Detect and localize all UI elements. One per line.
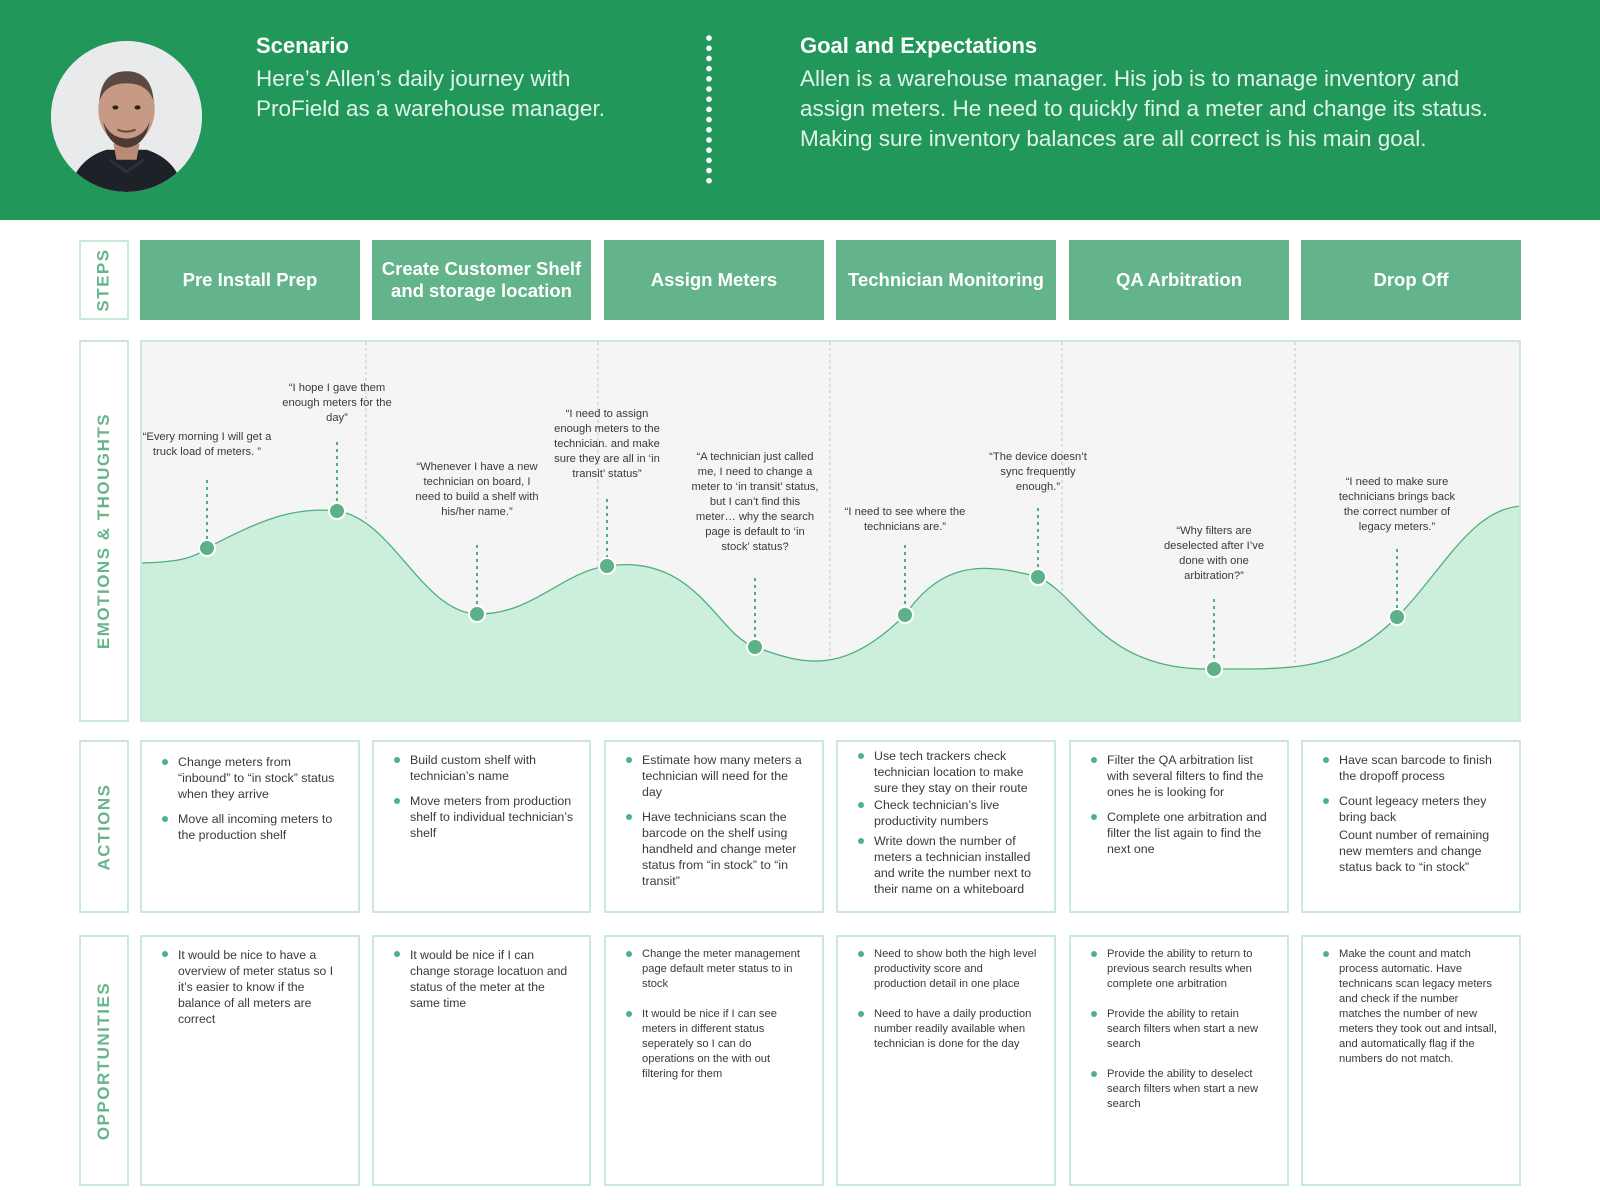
opportunities-card-5: Provide the ability to return to previou… — [1069, 935, 1289, 1186]
actions-card-5: Filter the QA arbitration list with seve… — [1069, 740, 1289, 913]
opportunities-card-3: Change the meter management page default… — [604, 935, 824, 1186]
emotion-area — [142, 506, 1519, 720]
quote-7: “The device doesn’t sync frequently enou… — [989, 451, 1087, 493]
opportunity-item: Need to show both the high level product… — [852, 947, 1038, 992]
action-item: Move meters from production shelf to ind… — [388, 793, 573, 841]
emotion-point — [1205, 660, 1223, 678]
row-label-opportunities: OPPORTUNITIES — [79, 935, 129, 1186]
opportunity-item: Need to have a daily production number r… — [852, 1007, 1038, 1052]
emotion-curve-svg — [142, 342, 1519, 720]
quote-1: “Every morning I will get a truck load o… — [142, 431, 272, 458]
emotion-point — [468, 605, 486, 623]
quote-3: “Whenever I have a new technician on boa… — [415, 461, 539, 518]
action-item: Write down the number of meters a techni… — [852, 833, 1038, 897]
quote-9: “I need to make sure technicians brings … — [1338, 476, 1456, 533]
step-create-customer-shelf: Create Customer Shelf and storage locati… — [372, 240, 591, 320]
emotion-point — [1029, 568, 1047, 586]
opportunity-item: Provide the ability to return to previou… — [1085, 947, 1271, 992]
row-label-actions: ACTIONS — [79, 740, 129, 913]
quote-leaders — [206, 442, 1398, 661]
action-item: Change meters from “inbound” to “in stoc… — [156, 754, 342, 802]
opportunities-card-1: It would be nice to have a overview of m… — [140, 935, 360, 1186]
opportunity-item: Provide the ability to retain search fil… — [1085, 1007, 1271, 1052]
row-label-actions-text: ACTIONS — [94, 783, 113, 870]
quote-2: “I hope I gave them enough meters for th… — [282, 382, 392, 424]
avatar — [51, 41, 202, 192]
action-item: Build custom shelf with technician’s nam… — [388, 752, 573, 784]
step-pre-install-prep: Pre Install Prep — [140, 240, 360, 320]
header-divider — [706, 33, 712, 185]
row-label-emotions-text: EMOTIONS & THOUGHTS — [94, 412, 113, 650]
row-label-opportunities-text: OPPORTUNITIES — [94, 981, 114, 1140]
step-technician-monitoring: Technician Monitoring — [836, 240, 1056, 320]
opportunity-item: It would be nice to have a overview of m… — [156, 947, 342, 1027]
action-item: Check technician’s live productivity num… — [852, 797, 1038, 829]
actions-card-3: Estimate how many meters a technician wi… — [604, 740, 824, 913]
action-item: Use tech trackers check technician locat… — [852, 748, 1038, 796]
header-banner: Scenario Here’s Allen’s daily journey wi… — [0, 0, 1600, 220]
action-item: Move all incoming meters to the producti… — [156, 811, 342, 843]
quote-5: “A technician just called me, I need to … — [691, 451, 819, 553]
quote-8: “Why filters are deselected after I’ve d… — [1163, 525, 1265, 582]
goal-text: Allen is a warehouse manager. His job is… — [800, 66, 1488, 151]
action-item: Have scan barcode to finish the dropoff … — [1317, 752, 1503, 784]
step-assign-meters: Assign Meters — [604, 240, 824, 320]
row-label-emotions: EMOTIONS & THOUGHTS — [79, 340, 129, 722]
allen-portrait-icon — [51, 41, 202, 192]
scenario-text: Here’s Allen’s daily journey with ProFie… — [256, 66, 605, 121]
opportunity-item: It would be nice if I can change storage… — [388, 947, 573, 1011]
step-drop-off: Drop Off — [1301, 240, 1521, 320]
actions-card-4: Use tech trackers check technician locat… — [836, 740, 1056, 913]
row-label-steps-text: STEPS — [94, 248, 113, 312]
opportunity-item: Provide the ability to deselect search f… — [1085, 1067, 1271, 1112]
quote-6: “I need to see where the technicians are… — [844, 506, 966, 533]
emotion-point — [328, 502, 346, 520]
emotion-point — [896, 606, 914, 624]
action-item: Count number of remaining new memters an… — [1339, 828, 1490, 874]
actions-card-1: Change meters from “inbound” to “in stoc… — [140, 740, 360, 913]
opportunity-item: Make the count and match process automat… — [1317, 947, 1503, 1067]
action-item: Filter the QA arbitration list with seve… — [1085, 752, 1271, 800]
scenario-title: Scenario — [256, 33, 349, 58]
opportunities-card-4: Need to show both the high level product… — [836, 935, 1056, 1186]
emotion-point — [746, 638, 764, 656]
opportunity-item: It would be nice if I can see meters in … — [620, 1007, 806, 1082]
actions-card-2: Build custom shelf with technician’s nam… — [372, 740, 591, 913]
emotion-point — [1388, 608, 1406, 626]
action-item: Estimate how many meters a technician wi… — [620, 752, 806, 800]
quote-4: “I need to assign enough meters to the t… — [554, 408, 660, 480]
opportunities-card-2: It would be nice if I can change storage… — [372, 935, 591, 1186]
opportunity-item: Change the meter management page default… — [620, 947, 806, 992]
actions-card-6: Have scan barcode to finish the dropoff … — [1301, 740, 1521, 913]
opportunities-card-6: Make the count and match process automat… — [1301, 935, 1521, 1186]
emotion-point — [598, 557, 616, 575]
emotion-point — [198, 539, 216, 557]
row-label-steps: STEPS — [79, 240, 129, 320]
action-item: Have technicians scan the barcode on the… — [620, 809, 806, 889]
step-qa-arbitration: QA Arbitration — [1069, 240, 1289, 320]
emotion-chart: “Every morning I will get a truck load o… — [140, 340, 1521, 722]
action-item: Complete one arbitration and filter the … — [1085, 809, 1271, 857]
action-item: Count legeacy meters they bring back — [1317, 793, 1503, 825]
goal-title: Goal and Expectations — [800, 33, 1038, 58]
